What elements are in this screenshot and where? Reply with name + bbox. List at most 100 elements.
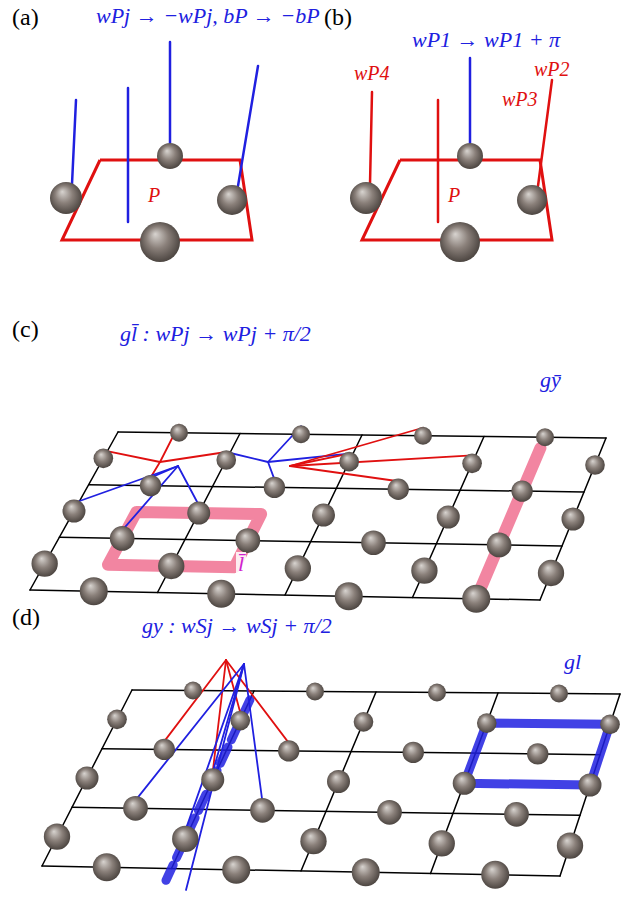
site-sphere (562, 508, 585, 531)
site-sphere (550, 685, 568, 703)
site-sphere (278, 740, 299, 761)
site-sphere (187, 502, 210, 525)
transform-label: gl̄ : wPj → wPj + π/2 (118, 322, 313, 346)
fan-line (74, 466, 178, 503)
fan-line (290, 455, 472, 466)
transform-label: gy : wSj → wSj + π/2 (140, 614, 334, 638)
site-sphere (207, 580, 235, 608)
link-line (72, 100, 76, 184)
transform-label: wPj → −wPj, bP → −bP (94, 4, 322, 28)
site-sphere (216, 450, 236, 470)
site-sphere (429, 830, 455, 856)
highlight-layer (108, 448, 540, 593)
site-sphere (94, 449, 114, 469)
site-sphere (335, 582, 363, 610)
site-sphere (158, 553, 184, 579)
site-sphere (300, 828, 326, 854)
lattice-line (172, 691, 255, 869)
site-sphere (217, 185, 247, 215)
site-sphere (236, 528, 261, 553)
dual-line (479, 448, 541, 593)
site-sphere (462, 585, 490, 613)
site-sphere (110, 526, 135, 551)
site-sphere (517, 185, 547, 215)
site-sphere (172, 826, 198, 852)
site-sphere (411, 558, 437, 584)
site-sphere (285, 555, 311, 581)
site-sphere (437, 506, 460, 529)
site-sphere (306, 683, 324, 701)
highlight-layer (166, 700, 610, 880)
site-sphere (557, 833, 583, 859)
site-sphere (32, 551, 58, 577)
lattice-panel (42, 690, 620, 876)
site-sphere (462, 454, 482, 474)
lattice-line (42, 690, 132, 866)
fan-line (136, 664, 245, 800)
site-sphere (140, 475, 161, 496)
site-sphere (93, 853, 121, 881)
fan-layer (136, 660, 289, 890)
site-sphere (487, 533, 512, 558)
site-sphere (350, 182, 382, 214)
site-sphere (477, 713, 497, 733)
site-sphere (80, 577, 108, 605)
variable-label: wP2 (532, 58, 572, 80)
site-sphere (354, 712, 374, 732)
site-sphere (264, 477, 285, 498)
site-sphere (440, 222, 480, 262)
site-sphere (579, 774, 602, 797)
site-sphere (250, 798, 275, 823)
site-sphere (538, 560, 564, 586)
site-sphere (339, 452, 359, 472)
link-line (127, 88, 130, 222)
site-sphere (184, 682, 202, 700)
site-sphere (536, 428, 554, 446)
site-sphere (154, 739, 175, 760)
site-sphere (107, 710, 127, 730)
site-sphere (140, 222, 180, 262)
variable-label: wP3 (500, 88, 540, 110)
site-sphere (428, 684, 446, 702)
link-line (469, 58, 472, 143)
site-sphere (481, 861, 509, 889)
sphere-layer (32, 424, 605, 613)
operator-label: gȳ (538, 368, 563, 392)
site-sphere (222, 856, 250, 884)
site-sphere (388, 479, 409, 500)
sphere-layer (44, 682, 620, 889)
site-sphere (504, 802, 529, 827)
site-sphere (292, 425, 310, 443)
site-sphere (76, 767, 99, 790)
variable-label: wP4 (352, 62, 392, 84)
link-line (370, 92, 372, 184)
site-sphere (230, 711, 250, 731)
site-sphere (457, 143, 483, 169)
fan-line (213, 660, 226, 772)
fan-line (122, 466, 178, 530)
fan-line (178, 466, 199, 505)
site-sphere (123, 796, 148, 821)
site-sphere (585, 455, 605, 475)
link-line (169, 42, 172, 143)
site-sphere (201, 768, 224, 791)
fan-line (244, 664, 263, 802)
site-sphere (527, 743, 548, 764)
loop-label: l̄ (236, 552, 246, 576)
site-sphere (170, 424, 188, 442)
lattice-line (301, 692, 376, 871)
site-sphere (600, 715, 620, 735)
site-sphere (511, 480, 532, 501)
site-sphere (361, 530, 386, 555)
panel-letter: (d) (10, 604, 42, 630)
link-line (238, 66, 258, 186)
operator-label: gl (562, 650, 583, 674)
transform-label: wP1 → wP1 + π (410, 28, 562, 52)
site-sphere (377, 800, 402, 825)
fan-line (160, 452, 226, 462)
site-sphere (453, 772, 476, 795)
site-sphere (403, 742, 424, 763)
link-line (538, 80, 552, 186)
